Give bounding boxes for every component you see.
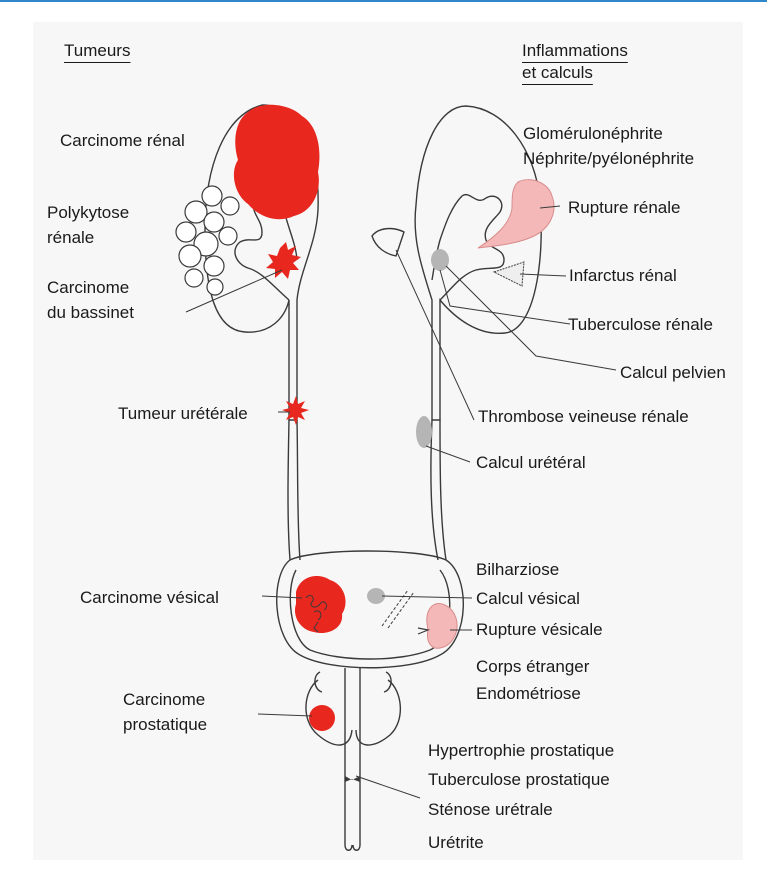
bladder-rupture-area [427, 604, 457, 649]
label-calcul-vesical: Calcul vésical [476, 589, 580, 609]
label-carcinome-prostatique-2: prostatique [123, 715, 207, 735]
label-polykytose-2: rénale [47, 228, 94, 248]
header-right-line1: Inflammations [522, 40, 628, 62]
label-hypertrophie: Hypertrophie prostatique [428, 741, 614, 761]
label-stenose: Sténose urétrale [428, 800, 553, 820]
label-endometriose: Endométriose [476, 684, 581, 704]
right-ureter [431, 420, 446, 560]
label-nephrite: Néphrite/pyélonéphrite [523, 149, 694, 169]
label-carcinome-bassinet-1: Carcinome [47, 278, 129, 298]
label-uretrite: Urétrite [428, 833, 484, 853]
prostate-lobes [315, 672, 391, 692]
label-carcinome-vesical: Carcinome vésical [80, 588, 219, 608]
header-left-text: Tumeurs [64, 40, 130, 62]
label-polykytose-1: Polykytose [47, 203, 129, 223]
ureteral-stone [416, 416, 432, 448]
renal-rupture-area [478, 180, 554, 248]
label-carcinome-prostatique-1: Carcinome [123, 690, 205, 710]
label-calcul-pelvien: Calcul pelvien [620, 363, 726, 383]
header-tumeurs: Tumeurs [64, 40, 130, 62]
label-corps-etranger: Corps étranger [476, 657, 589, 677]
label-glomerulonephrite: Glomérulonéphrite [523, 124, 663, 144]
renal-infarct [494, 262, 524, 286]
label-carcinome-bassinet-2: du bassinet [47, 303, 134, 323]
renal-carcinoma-mass [234, 105, 320, 219]
header-right-line2: et calculs [522, 62, 628, 84]
ureteral-tumor [282, 396, 309, 425]
right-renal-pelvis [432, 195, 504, 300]
left-ureter [288, 420, 300, 560]
label-tuberculose-prostatique: Tuberculose prostatique [428, 770, 610, 790]
label-rupture-vesicale: Rupture vésicale [476, 620, 603, 640]
renal-vein [372, 229, 404, 256]
label-thrombose: Thrombose veineuse rénale [478, 407, 689, 427]
pelvis-carcinoma [266, 242, 301, 279]
pelvic-stone [431, 249, 449, 271]
bladder-rupture-mark [418, 628, 428, 634]
header-inflammations: Inflammations et calculs [522, 40, 628, 84]
label-bilharziose: Bilharziose [476, 560, 559, 580]
label-calcul-ureteral: Calcul urétéral [476, 453, 586, 473]
urethra [345, 668, 360, 850]
label-tumeur-ureterale: Tumeur urétérale [118, 404, 248, 424]
bladder-carcinoma [295, 576, 346, 633]
label-tuberculose-renale: Tuberculose rénale [568, 315, 713, 335]
prostate-carcinoma [309, 705, 335, 731]
label-infarctus-renal: Infarctus rénal [569, 266, 677, 286]
label-carcinome-renal: Carcinome rénal [60, 131, 185, 151]
label-rupture-renale: Rupture rénale [568, 198, 680, 218]
